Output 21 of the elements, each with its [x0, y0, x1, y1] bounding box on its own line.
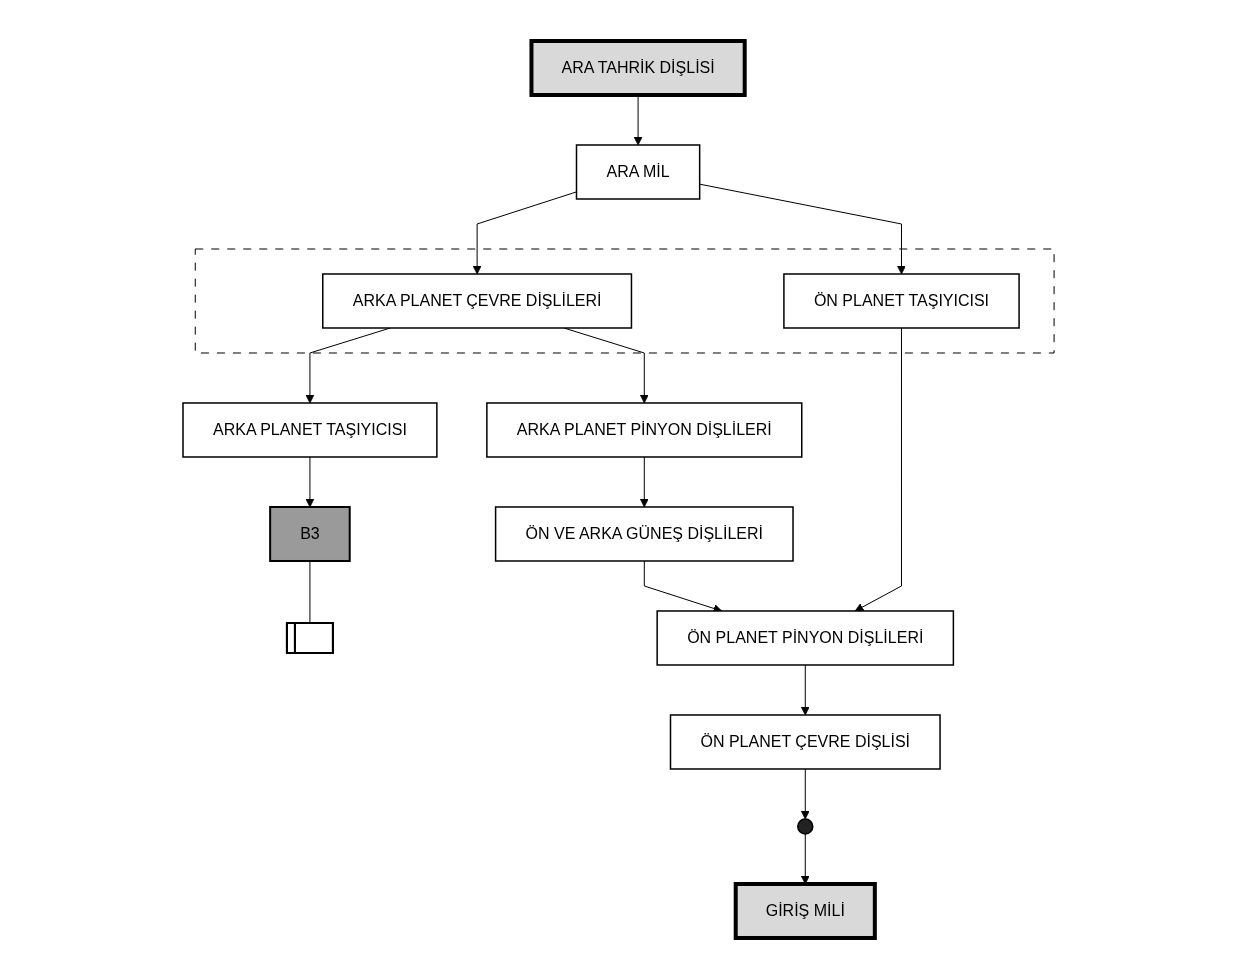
- arrow: [801, 833, 811, 884]
- node-box: ARA MİL: [576, 143, 701, 200]
- node-box: ÖN PLANET PİNYON DİŞLİLERİ: [656, 609, 955, 666]
- arrow: [306, 456, 315, 507]
- arrow: [634, 94, 643, 145]
- node-box: ÖN PLANET TAŞIYICISI: [783, 272, 1021, 329]
- arrow: [801, 768, 811, 819]
- arrow: [640, 456, 650, 507]
- cluster: [195, 248, 1056, 353]
- node-circle: [797, 817, 814, 835]
- node-box: ARA TAHRİK DİŞLİSİ: [529, 38, 748, 97]
- node-box: GİRİŞ MİLİ: [734, 881, 878, 940]
- node-box: ARKA PLANET PİNYON DİŞLİLERİ: [486, 401, 803, 458]
- arrow: [855, 327, 903, 611]
- node-box: ARKA PLANET ÇEVRE DİŞLİLERİ: [322, 272, 633, 329]
- arrow: [801, 664, 811, 715]
- node-box: ÖN PLANET ÇEVRE DİŞLİSİ: [670, 713, 942, 770]
- node-box: B3: [269, 505, 352, 562]
- connector: [309, 560, 311, 623]
- node-box: ARKA PLANET TAŞIYICISI: [182, 401, 439, 458]
- node-box: ÖN VE ARKA GÜNEŞ DİŞLİLERİ: [495, 505, 795, 562]
